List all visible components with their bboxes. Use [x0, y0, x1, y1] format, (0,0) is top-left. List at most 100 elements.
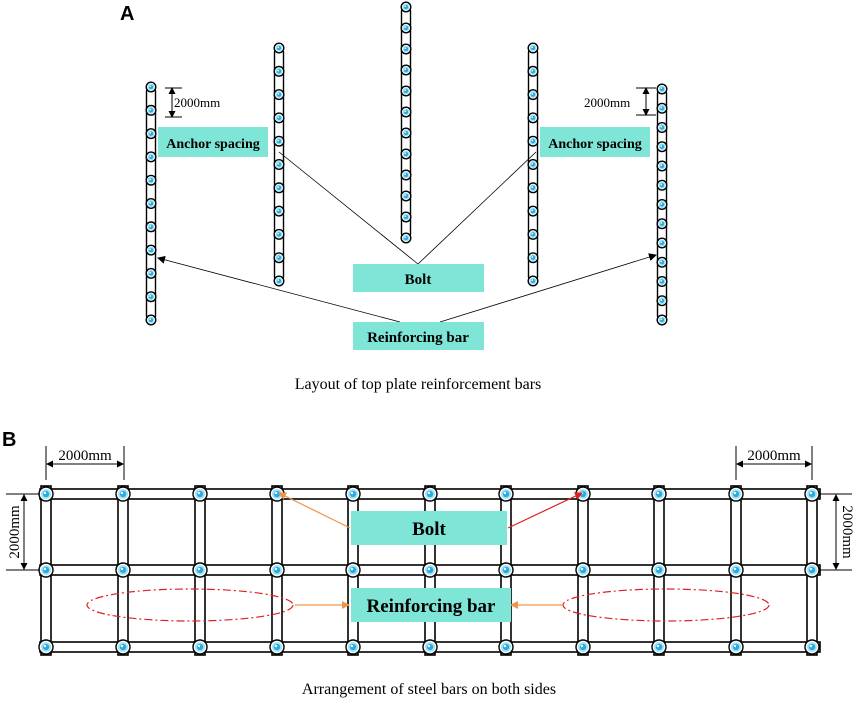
bolt-icon: [728, 639, 744, 655]
bolt-icon: [269, 639, 285, 655]
bolt-icon: [656, 256, 668, 268]
panel-b-bolt-arrows: [278, 492, 583, 529]
panel-b-dimension-left: 2000mm: [6, 493, 40, 571]
panel-b-caption: Arrangement of steel bars on both sides: [302, 681, 556, 698]
bolt-icon: [400, 1, 412, 13]
panel-a-bar-leaders: [157, 253, 657, 323]
bolt-icon: [651, 486, 667, 502]
panel-b-bolt-text: Bolt: [412, 519, 446, 540]
bolt-icon: [400, 169, 412, 181]
bolt-icon: [345, 486, 361, 502]
bolt-icon: [145, 128, 157, 140]
bolt-icon: [115, 639, 131, 655]
bolt-icon: [656, 276, 668, 288]
bolt-icon: [273, 182, 285, 194]
bolt-icon: [400, 127, 412, 139]
panel-a-anchor-bars: [145, 1, 668, 326]
panel-a-bar-4: [527, 42, 539, 287]
bolt-icon: [273, 205, 285, 217]
bolt-icon: [273, 65, 285, 77]
bolt-icon: [527, 275, 539, 287]
bolt-icon: [575, 562, 591, 578]
bolt-icon: [145, 174, 157, 186]
bolt-icon: [145, 244, 157, 256]
bolt-icon: [192, 562, 208, 578]
panel-a-reinforcing-bar-text: Reinforcing bar: [367, 330, 469, 346]
panel-b-spacing-right-label: 2000mm: [839, 505, 855, 559]
bolt-icon: [527, 89, 539, 101]
panel-b-letter: B: [2, 429, 16, 451]
bolt-icon: [527, 42, 539, 54]
bolt-icon: [804, 562, 820, 578]
bolt-icon: [273, 228, 285, 240]
bolt-icon: [115, 486, 131, 502]
bolt-icon: [273, 112, 285, 124]
bolt-icon: [656, 198, 668, 210]
panel-b-dimension-top-right: 2000mm: [735, 446, 813, 480]
panel-b-spacing-left-label: 2000mm: [7, 505, 23, 559]
panel-b-steel-grid: [38, 485, 821, 656]
bolt-icon: [656, 237, 668, 249]
panel-a-spacing-left-label: 2000mm: [174, 95, 220, 110]
bolt-icon: [38, 639, 54, 655]
bolt-icon: [575, 639, 591, 655]
bolt-icon: [269, 562, 285, 578]
bolt-icon: [656, 83, 668, 95]
bolt-icon: [145, 291, 157, 303]
bolt-icon: [145, 314, 157, 326]
panel-b-bolt-tag: Bolt: [351, 511, 507, 545]
bolt-icon: [656, 160, 668, 172]
bolt-icon: [527, 252, 539, 264]
bolt-icon: [115, 562, 131, 578]
bolt-icon: [656, 295, 668, 307]
panel-a-bar-5: [656, 83, 668, 326]
panel-a-spacing-right-label: 2000mm: [584, 95, 630, 110]
bolt-icon: [527, 182, 539, 194]
bolt-icon: [273, 252, 285, 264]
bolt-icon: [145, 104, 157, 116]
bolt-icon: [804, 639, 820, 655]
bolt-icon: [400, 64, 412, 76]
panel-a-bolt-tag: Bolt: [353, 264, 484, 292]
bolt-icon: [145, 267, 157, 279]
bolt-icon: [38, 562, 54, 578]
bolt-icon: [145, 221, 157, 233]
bolt-icon: [656, 314, 668, 326]
bolt-icon: [192, 639, 208, 655]
panel-a-bar-3: [400, 1, 412, 244]
bolt-icon: [527, 158, 539, 170]
panel-a-dimension-left: 2000mm: [165, 87, 220, 118]
panel-a-bolt-text: Bolt: [405, 272, 432, 288]
bolt-icon: [527, 228, 539, 240]
bolt-icon: [527, 65, 539, 77]
bolt-icon: [527, 112, 539, 124]
bolt-icon: [400, 43, 412, 55]
bolt-icon: [656, 141, 668, 153]
panel-b-ellipse-left: [86, 588, 294, 622]
bolt-icon: [400, 22, 412, 34]
bolt-icon: [400, 232, 412, 244]
panel-a-bar-2: [273, 42, 285, 287]
bolt-icon: [656, 121, 668, 133]
bolt-icon: [400, 148, 412, 160]
panel-b-reinforcing-bar-text: Reinforcing bar: [367, 596, 497, 617]
bolt-icon: [145, 81, 157, 93]
bolt-icon: [575, 486, 591, 502]
bolt-icon: [273, 135, 285, 147]
panel-a-anchor-spacing-right-text: Anchor spacing: [548, 137, 641, 152]
bolt-icon: [527, 205, 539, 217]
bolt-icon: [498, 639, 514, 655]
panel-a-bolt-leaders: [278, 151, 537, 265]
panel-a-anchor-spacing-left-tag: Anchor spacing: [158, 127, 268, 157]
bolt-icon: [656, 102, 668, 114]
bolt-icon: [651, 639, 667, 655]
bolt-icon: [527, 135, 539, 147]
panel-b-dimension-right: 2000mm: [820, 493, 855, 571]
bolt-icon: [804, 486, 820, 502]
bolt-icon: [498, 562, 514, 578]
panel-a-bar-1: [145, 81, 157, 326]
bolt-icon: [273, 158, 285, 170]
panel-b-dimension-top-left: 2000mm: [45, 446, 125, 480]
panel-b-spacing-top-left-label: 2000mm: [58, 448, 112, 464]
